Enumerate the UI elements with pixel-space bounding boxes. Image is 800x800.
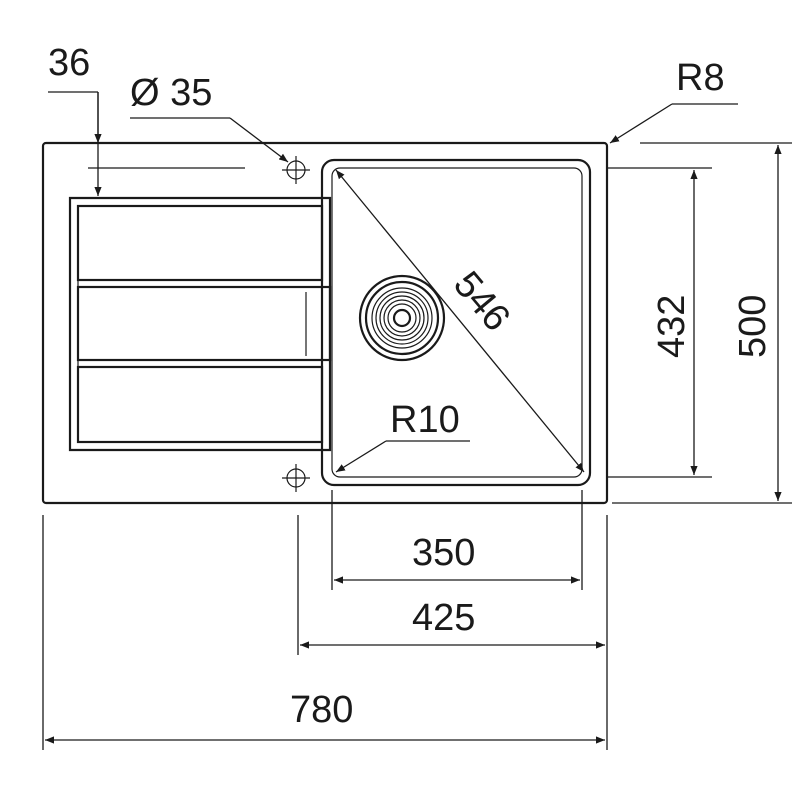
dimension-350-label: 350 [412, 532, 475, 574]
drainer-rib-3 [76, 365, 324, 444]
sink-outer-outline [41, 141, 609, 505]
tap-hole-bottom [282, 464, 310, 492]
drainer-board [68, 196, 332, 452]
dimension-tap-hole [130, 117, 289, 163]
dimension-r10 [335, 440, 470, 473]
tap-hole-top [282, 156, 310, 184]
dimension-425-label: 425 [412, 597, 475, 639]
dimension-432 [606, 167, 712, 478]
drain-strainer [358, 274, 446, 362]
dimension-546-line [335, 169, 585, 473]
dimension-500-label: 500 [732, 295, 774, 358]
dimension-432-label: 432 [651, 295, 693, 358]
dimension-r8 [609, 103, 738, 144]
dimension-500 [612, 142, 792, 504]
dimension-36 [48, 91, 245, 199]
dimension-36-label: 36 [48, 42, 90, 84]
dimension-tap-hole-label: Ø 35 [130, 72, 212, 114]
drainer-rib-1 [76, 204, 324, 282]
dimension-r10-label: R10 [390, 399, 460, 441]
dimension-546-label: 546 [445, 264, 518, 340]
dimension-r8-label: R8 [676, 57, 725, 99]
drainer-rib-2 [76, 285, 332, 362]
dimension-780-label: 780 [290, 689, 353, 731]
